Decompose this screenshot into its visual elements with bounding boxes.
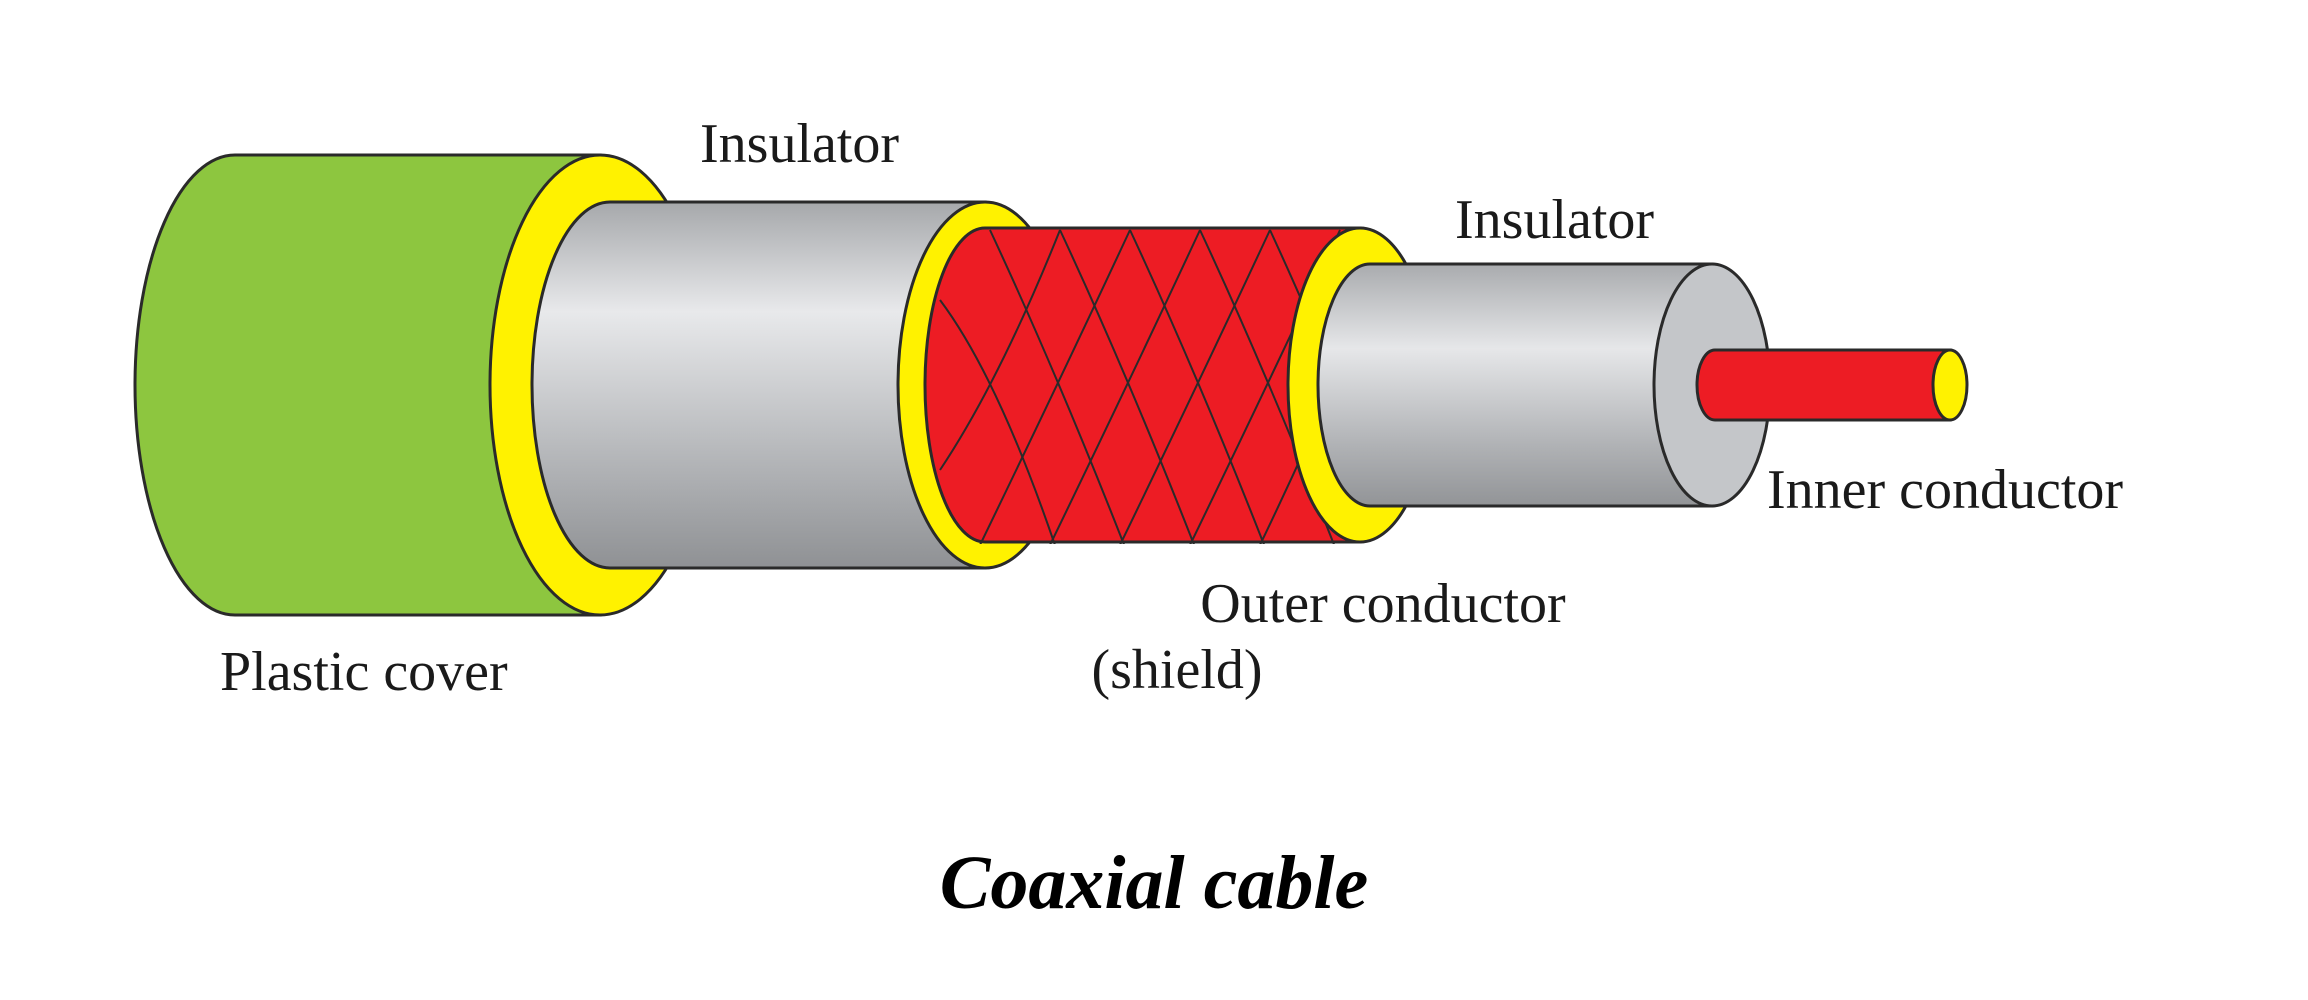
- inner-insulator: [1316, 262, 1772, 508]
- shield-braid-pattern: [939, 229, 1360, 544]
- label-outer-conductor: Outer conductor: [1200, 573, 1566, 635]
- label-outer-conductor-shield: (shield): [1091, 639, 1262, 701]
- label-insulator-inner: Insulator: [1455, 189, 1654, 251]
- inner-insulator-body: [1316, 262, 1714, 508]
- inner-conductor: [1695, 348, 1969, 422]
- diagram-caption: Coaxial cable: [940, 841, 1369, 925]
- label-plastic-cover: Plastic cover: [220, 641, 508, 703]
- label-insulator-outer: Insulator: [700, 113, 899, 175]
- label-inner-conductor: Inner conductor: [1767, 459, 2123, 521]
- outer-insulator: [530, 200, 987, 570]
- plastic-cover-body: [133, 153, 602, 617]
- plastic-cover: [133, 153, 602, 617]
- inner-conductor-tip: [1931, 348, 1969, 422]
- shield-body: [923, 226, 1362, 544]
- outer-insulator-body: [530, 200, 987, 570]
- outer-conductor-shield: [923, 226, 1362, 544]
- inner-conductor-body: [1695, 348, 1952, 422]
